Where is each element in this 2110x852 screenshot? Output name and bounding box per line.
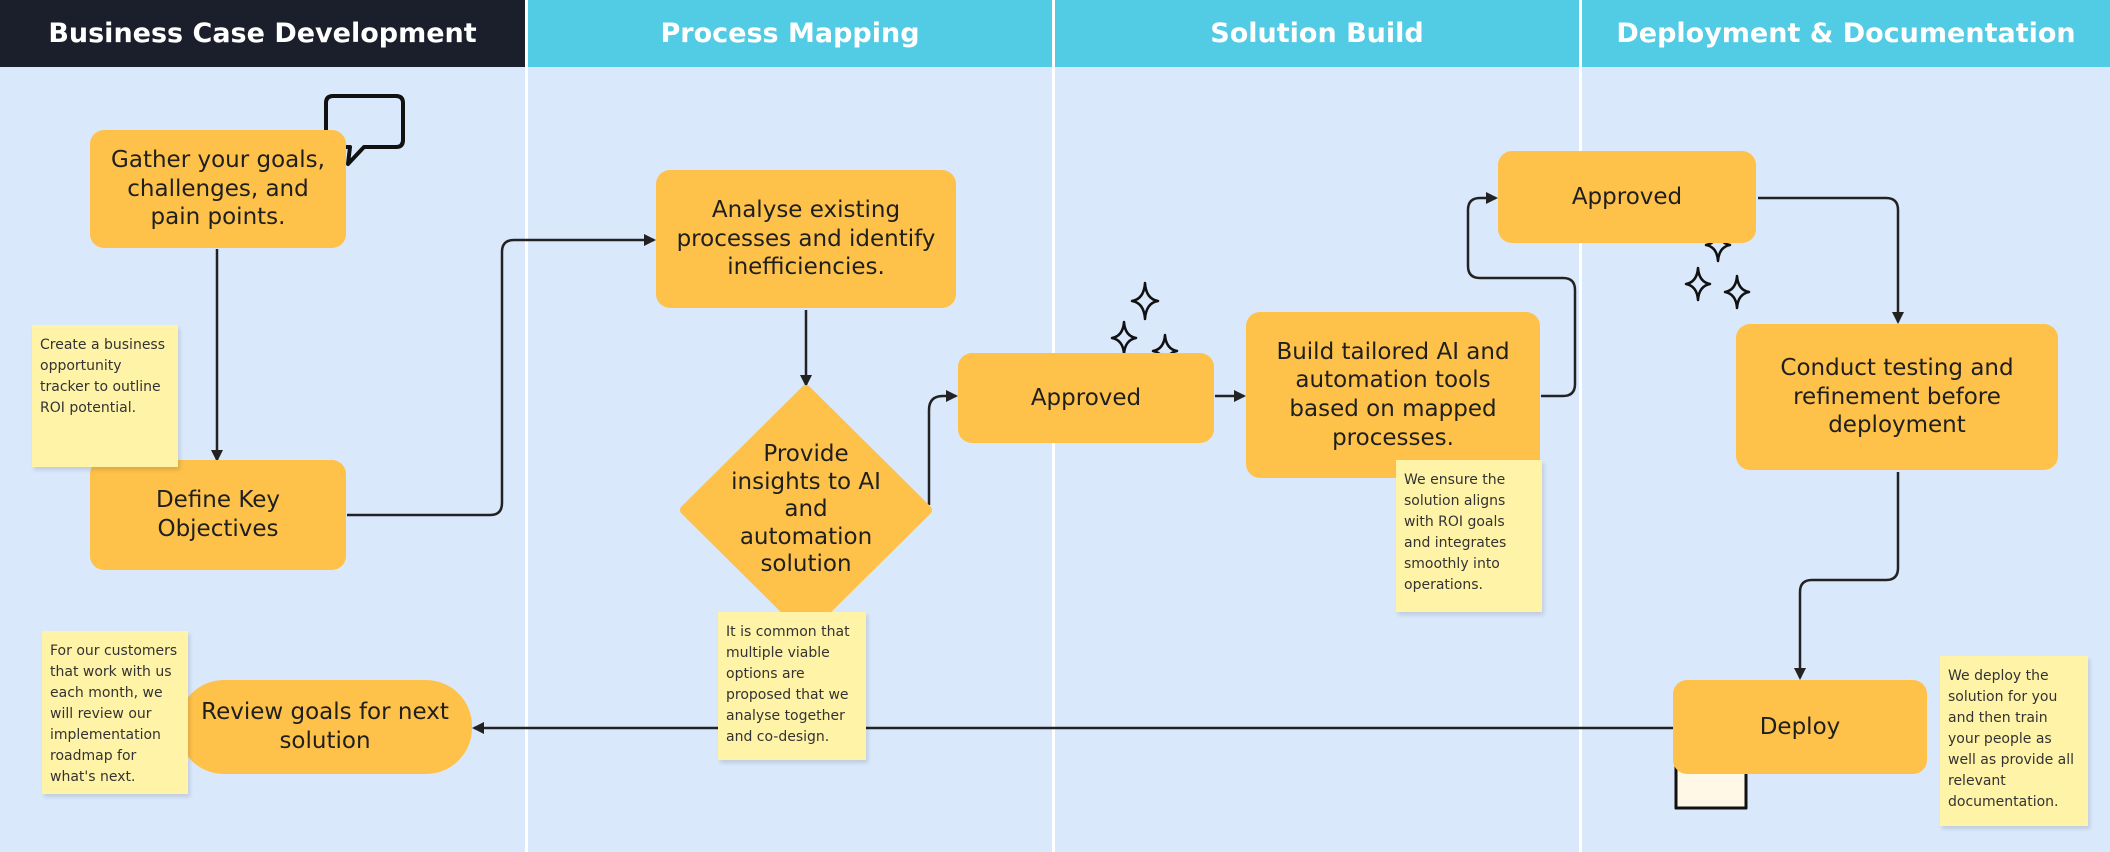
step-approved-2: Approved: [1498, 151, 1756, 243]
lane-divider: [525, 67, 528, 852]
arrow-testing-to-deploy: [1794, 472, 1900, 680]
sticky-note-customers: For our customers that work with us each…: [42, 631, 188, 794]
arrow-approved-to-testing: [1758, 196, 1904, 324]
step-conduct-testing: Conduct testing and refinement before de…: [1736, 324, 2058, 470]
sticky-note-tracker: Create a business opportunity tracker to…: [32, 325, 178, 467]
lane-divider: [1052, 67, 1055, 852]
speech-bubble-icon: [324, 94, 405, 166]
lane-divider: [1579, 67, 1582, 852]
step-review-goals: Review goals for next solution: [178, 680, 472, 774]
arrow-build-to-approved: [1466, 192, 1577, 398]
arrow-define-to-analyse: [347, 234, 656, 517]
step-gather-goals: Gather your goals, challenges, and pain …: [90, 130, 346, 248]
sticky-note-deploy: We deploy the solution for you and then …: [1940, 656, 2088, 826]
step-approved-1: Approved: [958, 353, 1214, 443]
lane-header-solution-build: Solution Build: [1055, 0, 1579, 67]
lane-header-deployment: Deployment & Documentation: [1582, 0, 2110, 67]
arrow-provide-to-approved: [927, 390, 958, 505]
step-build-tools: Build tailored AI and automation tools b…: [1246, 312, 1540, 478]
step-analyse-processes: Analyse existing processes and identify …: [656, 170, 956, 308]
step-provide-insights: Provide insights to AI and automation so…: [731, 441, 881, 578]
sticky-note-align: We ensure the solution aligns with ROI g…: [1396, 460, 1542, 612]
lane-header-process-mapping: Process Mapping: [528, 0, 1052, 67]
lane-header-business-case: Business Case Development: [0, 0, 525, 67]
sticky-note-options: It is common that multiple viable option…: [718, 612, 866, 760]
step-deploy: Deploy: [1673, 680, 1927, 774]
step-define-objectives: Define Key Objectives: [90, 460, 346, 570]
